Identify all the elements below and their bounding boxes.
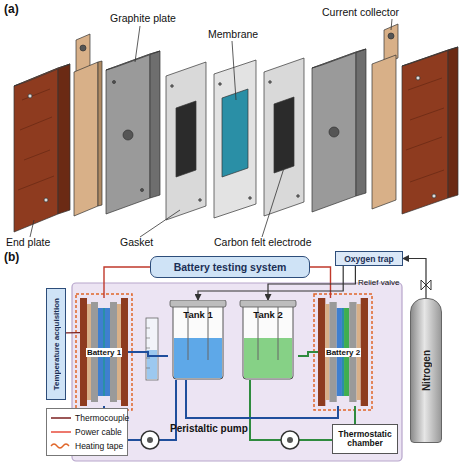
part-name: Graphite plate — [110, 12, 176, 24]
node-label: Temperature acquisition — [52, 298, 61, 390]
part-name: Membrane — [208, 28, 258, 40]
leader-lines — [30, 19, 392, 237]
part-name: Current collector — [322, 6, 399, 18]
panel-letter: (b) — [4, 250, 19, 264]
node-label: Oxygen trap — [344, 254, 394, 264]
gas-cylinder: Nitrogen — [410, 298, 442, 443]
connector-line — [66, 332, 80, 333]
component-label: Peristaltic pump — [170, 423, 248, 434]
connector-line — [298, 352, 318, 356]
legend-box: ThermocouplePower cableHeating tape — [46, 408, 128, 456]
node-label: Battery testing system — [174, 261, 287, 273]
battery-cell: Battery 1 — [80, 298, 128, 406]
connector-line — [186, 380, 338, 418]
part-name: Gasket — [120, 236, 153, 248]
exploded-cell — [14, 24, 458, 232]
legend-text: Power cable — [75, 427, 122, 437]
legend-row: Heating tape — [50, 439, 124, 453]
electrolyte-tank: Tank 1 — [168, 300, 228, 380]
legend-sample — [50, 414, 72, 422]
electrolyte-tank: Tank 2 — [238, 300, 298, 380]
trap-box: Oxygen trap — [335, 251, 403, 266]
component-label: Relief valve — [358, 278, 399, 287]
node-label: Tank 2 — [253, 309, 282, 320]
part-name: Carbon felt electrode — [214, 236, 311, 248]
connector-line — [104, 267, 150, 298]
panel-letter: (a) — [4, 2, 19, 16]
connector-line — [403, 259, 426, 299]
legend-text: Heating tape — [75, 441, 123, 451]
legend-row: Power cable — [50, 425, 124, 439]
node-label: Battery 1 — [86, 348, 122, 357]
node-label: Battery 2 — [325, 348, 361, 357]
legend-text: Thermocouple — [75, 413, 129, 423]
system-box: Battery testing system — [150, 256, 310, 278]
legend-row: Thermocouple — [50, 411, 124, 425]
chamber-box: Thermostatic chamber — [332, 424, 398, 454]
node-label: Tank 1 — [183, 309, 212, 320]
battery-cell: Battery 2 — [318, 298, 368, 406]
node-label: Thermostatic chamber — [333, 430, 397, 449]
part-name: End plate — [6, 236, 50, 248]
connector-line — [310, 267, 331, 298]
legend-sample — [50, 442, 72, 450]
legend-sample — [50, 428, 72, 436]
acquisition-box: Temperature acquisition — [46, 288, 66, 400]
node-label: Nitrogen — [421, 350, 432, 391]
connector-line — [128, 352, 168, 356]
